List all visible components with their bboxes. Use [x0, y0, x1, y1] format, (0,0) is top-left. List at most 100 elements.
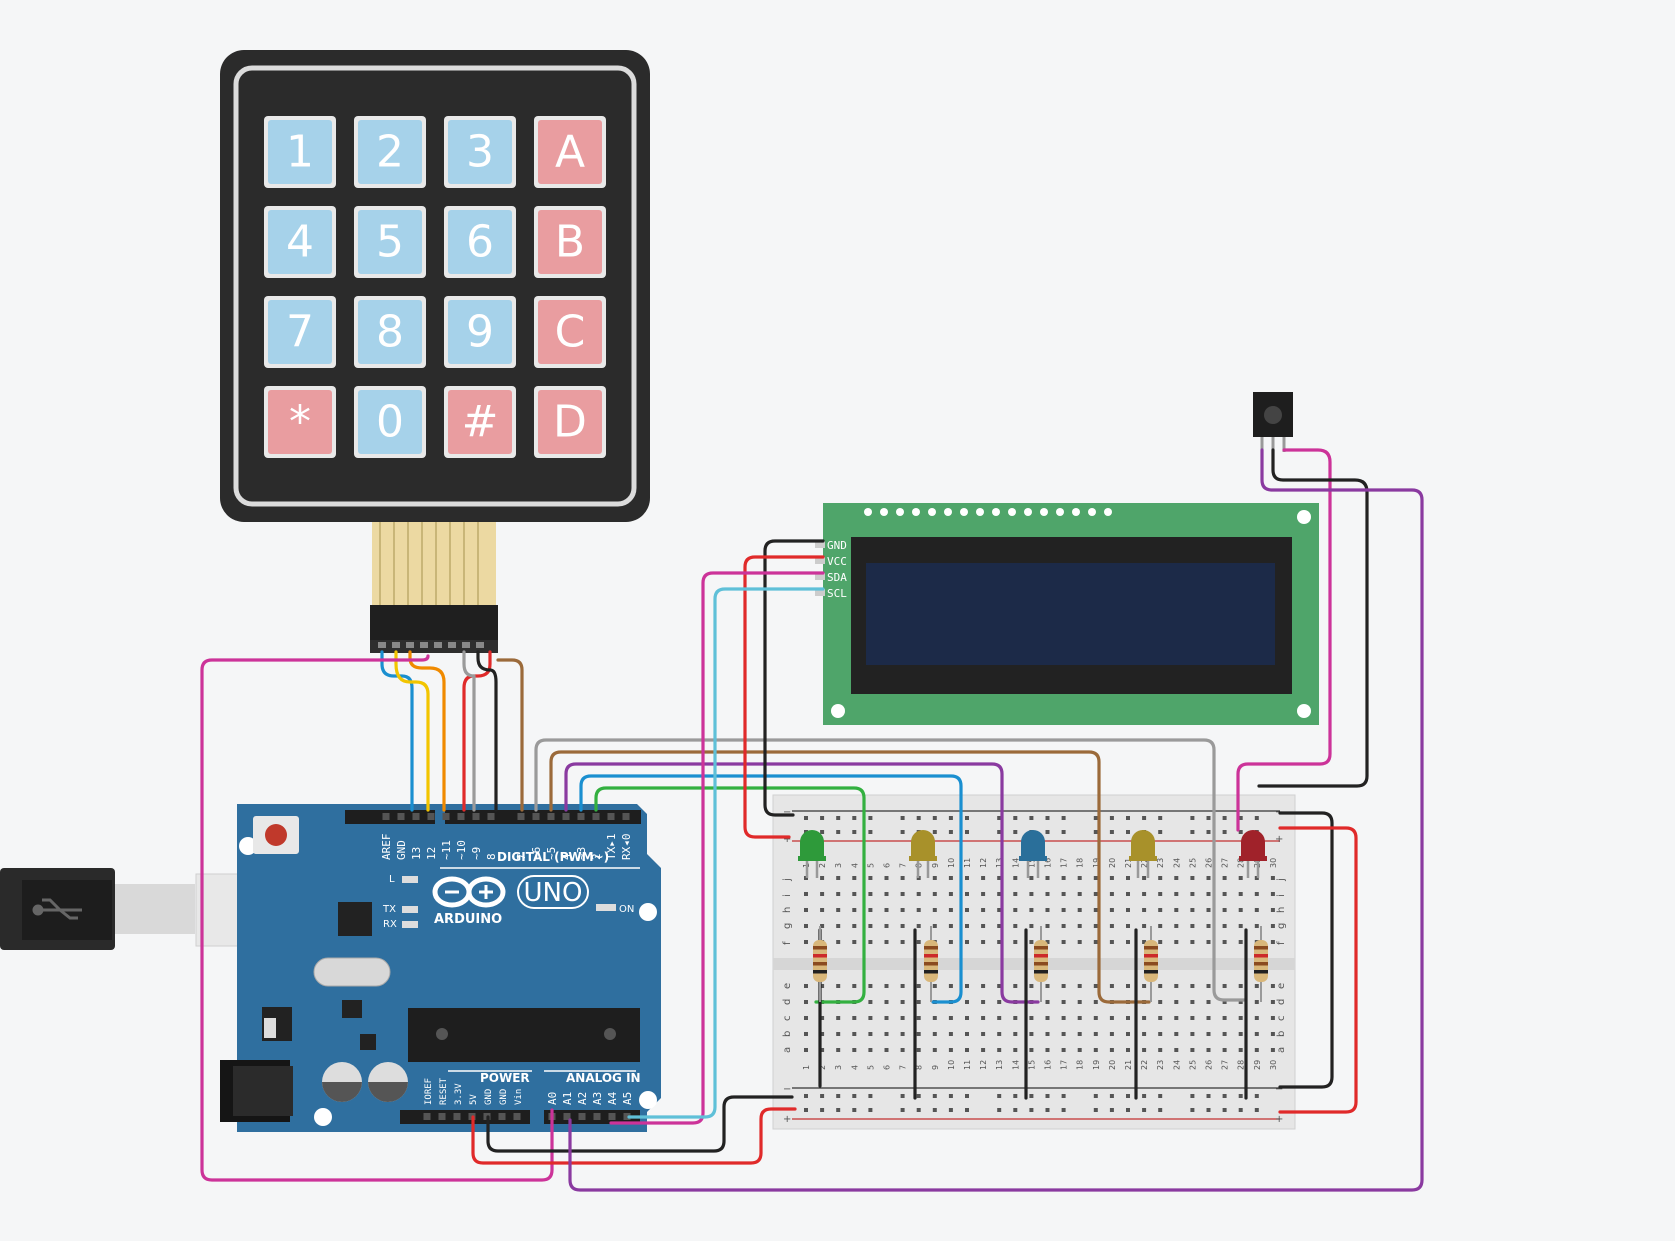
svg-text:18: 18 [1076, 858, 1085, 868]
key-A[interactable]: A [534, 116, 606, 188]
svg-text:22: 22 [1140, 1060, 1149, 1070]
svg-text:a: a [782, 1047, 793, 1053]
analog-pin-label: A0 [546, 1092, 559, 1105]
wire-lcd-gnd [763, 539, 825, 817]
status-leds: L TX RX ON [382, 874, 634, 930]
lcd-pin-label: SDA [827, 571, 847, 584]
digital-pin-label: TX▸1 [605, 834, 618, 861]
svg-text:24: 24 [1172, 1060, 1181, 1070]
lcd-pin-label: GND [827, 539, 847, 552]
resistor-220[interactable] [1034, 926, 1048, 1002]
svg-text:4: 4 [850, 863, 859, 868]
keypad-ribbon-cable [372, 520, 496, 610]
svg-text:+: + [783, 834, 791, 845]
digital-pin-label: ~3 [575, 847, 588, 860]
resistors [813, 926, 1268, 1002]
svg-text:1: 1 [286, 127, 314, 178]
svg-text:3: 3 [466, 127, 494, 178]
led-green[interactable] [798, 830, 826, 878]
wire-keypad-yellow [394, 650, 430, 812]
resistor-220[interactable] [924, 926, 938, 1002]
key-hash[interactable]: # [444, 386, 516, 458]
key-9[interactable]: 9 [444, 296, 516, 368]
key-C[interactable]: C [534, 296, 606, 368]
svg-text:f: f [782, 941, 793, 945]
power-pin-label: GND [484, 1089, 494, 1105]
digital-pin-label: 2 [590, 853, 603, 860]
svg-text:ON: ON [619, 904, 634, 915]
svg-text:L: L [389, 874, 395, 885]
svg-text:i: i [1276, 894, 1287, 897]
svg-text:TX: TX [382, 904, 396, 915]
svg-text:g: g [1276, 923, 1287, 929]
svg-text:2: 2 [818, 1065, 827, 1070]
digital-pin-label: 7 [515, 853, 528, 860]
svg-text:14: 14 [1011, 858, 1020, 868]
key-2[interactable]: 2 [354, 116, 426, 188]
svg-text:+: + [1275, 1114, 1283, 1125]
resistor-220[interactable] [1254, 926, 1268, 1002]
key-0[interactable]: 0 [354, 386, 426, 458]
svg-text:7: 7 [899, 1065, 908, 1070]
led-blue[interactable] [1019, 830, 1047, 878]
svg-text:+: + [1275, 834, 1283, 845]
svg-text:25: 25 [1188, 1060, 1197, 1070]
key-star[interactable]: * [264, 386, 336, 458]
svg-text:15: 15 [1027, 1060, 1036, 1070]
svg-text:6: 6 [466, 217, 494, 268]
key-D[interactable]: D [534, 386, 606, 458]
svg-text:4: 4 [286, 217, 314, 268]
svg-text:9: 9 [466, 307, 494, 358]
svg-text:h: h [1276, 907, 1287, 913]
svg-text:21: 21 [1124, 1060, 1133, 1070]
power-pin-label: RESET [439, 1077, 449, 1105]
wire-keypad-magenta [200, 654, 554, 1182]
svg-text:19: 19 [1092, 858, 1101, 868]
svg-text:17: 17 [1060, 858, 1069, 868]
key-1[interactable]: 1 [264, 116, 336, 188]
wire-blue-d4 [579, 774, 963, 1004]
key-7[interactable]: 7 [264, 296, 336, 368]
svg-text:1: 1 [802, 1065, 811, 1070]
resistor-220[interactable] [1144, 926, 1158, 1002]
key-3[interactable]: 3 [444, 116, 516, 188]
key-4[interactable]: 4 [264, 206, 336, 278]
svg-text:9: 9 [931, 1065, 940, 1070]
key-5[interactable]: 5 [354, 206, 426, 278]
wire-keypad-orange [408, 650, 446, 812]
svg-text:d: d [1276, 999, 1287, 1005]
svg-text:0: 0 [376, 397, 404, 448]
svg-text:i: i [782, 894, 793, 897]
key-6[interactable]: 6 [444, 206, 516, 278]
power-pin-label: IOREF [424, 1078, 434, 1105]
wire-ir-magenta [1236, 448, 1332, 832]
led-yellow-1[interactable] [909, 830, 937, 878]
svg-text:12: 12 [979, 858, 988, 868]
svg-text:8: 8 [915, 1065, 924, 1070]
power-pin-label: 3.3V [454, 1083, 464, 1105]
wire-rail-red-right [1278, 826, 1358, 1114]
wire-lcd-vcc [743, 555, 825, 839]
analog-pin-label: A1 [561, 1092, 574, 1105]
key-B[interactable]: B [534, 206, 606, 278]
led-red[interactable] [1239, 830, 1267, 878]
key-8[interactable]: 8 [354, 296, 426, 368]
svg-text:20: 20 [1108, 1060, 1117, 1070]
svg-text:e: e [1276, 983, 1287, 989]
leds [798, 830, 1267, 878]
reset-button[interactable] [253, 816, 299, 854]
svg-text:4: 4 [850, 1065, 859, 1070]
svg-text:23: 23 [1156, 1060, 1165, 1070]
svg-text:27: 27 [1221, 1060, 1230, 1070]
svg-text:15: 15 [1027, 858, 1036, 868]
resistor-220[interactable] [813, 926, 827, 1002]
svg-text:11: 11 [963, 1060, 972, 1070]
svg-text:29: 29 [1253, 1060, 1262, 1070]
svg-text:3: 3 [834, 1065, 843, 1070]
power-pin-label: Vin [514, 1089, 524, 1105]
led-yellow-2[interactable] [1129, 830, 1157, 878]
svg-text:30: 30 [1269, 1060, 1278, 1070]
svg-text:f: f [1276, 941, 1287, 945]
analog-pin-label: A5 [621, 1092, 634, 1105]
